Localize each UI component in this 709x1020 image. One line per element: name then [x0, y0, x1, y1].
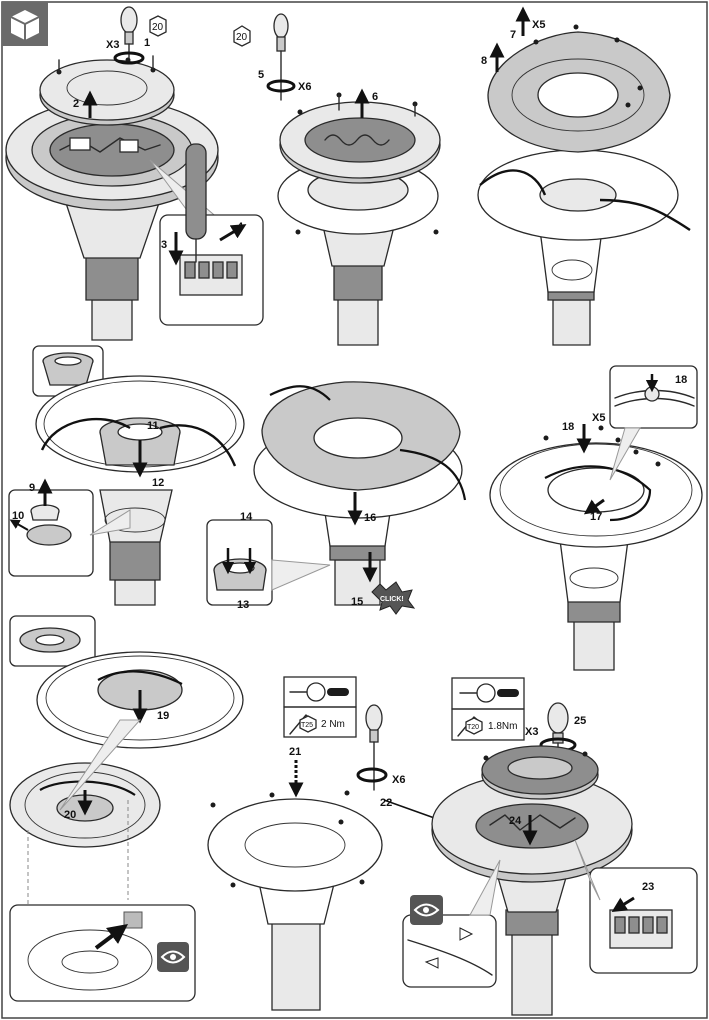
step-number: 16 [364, 512, 376, 524]
step-number: 8 [481, 55, 487, 67]
quantity-label: X5 [532, 19, 545, 31]
step-number: 24 [509, 815, 522, 827]
torx-size-label: 20 [236, 32, 248, 43]
step-number: 7 [510, 29, 516, 41]
screwdriver-icon [273, 13, 289, 101]
panel-steps-1-4: 20 X3 1 2 3 4 [5, 6, 264, 341]
panel-steps-5-6: 6 20 5 X6 [233, 13, 441, 346]
step-number: 1 [144, 37, 150, 49]
click-burst: CLICK! [371, 581, 416, 615]
step-number: 12 [152, 477, 164, 489]
quantity-label: X6 [392, 774, 405, 786]
torque-wrench-icon: T20 1.8Nm [451, 677, 525, 741]
panel-steps-21-22: T25 2 Nm X6 22 21 [207, 676, 444, 1011]
torque-value-label: 2 Nm [321, 719, 345, 730]
rotation-arrow-icon [266, 79, 296, 93]
step-number: 13 [237, 599, 249, 611]
torx-bit-icon: 20 [149, 15, 167, 37]
step-number: 2 [73, 98, 79, 110]
panel-steps-9-12: 12 11 9 10 [8, 345, 245, 606]
step-number: 17 [590, 511, 602, 523]
step-number: 14 [240, 511, 253, 523]
torx-bit-icon: 20 [233, 25, 251, 47]
panel-steps-23-25: T20 1.8Nm X3 25 24 [402, 677, 698, 1016]
step-number: 9 [29, 482, 35, 494]
quantity-label: X5 [592, 412, 605, 424]
step-number: 25 [574, 715, 586, 727]
rotation-arrow-icon [113, 51, 145, 65]
step-number: 15 [351, 596, 363, 608]
cube-logo-icon [2, 2, 48, 46]
step-number: 4 [237, 221, 244, 233]
step-number: 20 [64, 809, 76, 821]
torque-value-label: 1.8Nm [488, 721, 517, 732]
eye-inspect-icon [410, 895, 443, 925]
rotation-arrow-icon [356, 767, 388, 783]
step-number: 19 [157, 710, 169, 722]
quantity-label: X3 [525, 726, 538, 738]
screwdriver-icon [365, 704, 383, 791]
step-number: 3 [161, 239, 167, 251]
step-number: 10 [12, 510, 24, 522]
step-number: 22 [380, 797, 392, 809]
quantity-label: X3 [106, 39, 119, 51]
step-number: 5 [258, 69, 264, 81]
torque-driver-label: T20 [467, 724, 479, 731]
panel-steps-13-16: 16 15 CLICK! 14 13 [206, 381, 467, 615]
screwdriver-icon [120, 6, 138, 59]
panel-steps-17-18: 17 18 X5 18 [489, 365, 703, 671]
eye-inspect-icon [157, 942, 189, 972]
panel-steps-7-8: X5 7 8 [477, 6, 691, 346]
torx-size-label: 20 [152, 22, 164, 33]
step-number: 18 [675, 374, 687, 386]
step-number: 23 [642, 881, 654, 893]
panel-steps-19-20: 19 20 [9, 615, 244, 1002]
step-number: 11 [147, 420, 159, 432]
click-label: CLICK! [380, 596, 404, 603]
step-number: 21 [289, 746, 301, 758]
torque-driver-label: T25 [301, 722, 313, 729]
torque-wrench-icon: T25 2 Nm [283, 676, 357, 738]
step-number: 18 [562, 421, 574, 433]
step-number: 6 [372, 91, 378, 103]
quantity-label: X6 [298, 81, 311, 93]
